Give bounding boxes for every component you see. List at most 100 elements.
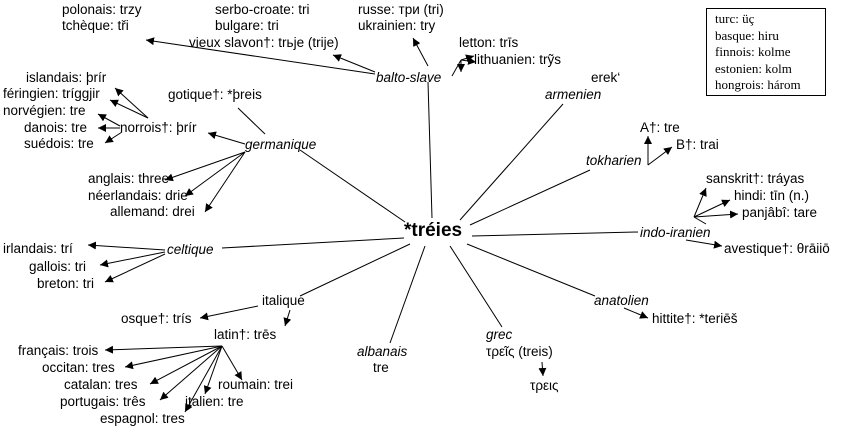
- edge-ital-latin: [283, 309, 292, 327]
- edge-latin-portugais: [159, 345, 223, 401]
- leaf-lithuanien: lithuanien: trỹs: [474, 52, 562, 67]
- legend-hongrois: hongrois: három: [715, 77, 801, 92]
- branch-albanais: albanais: [357, 344, 408, 359]
- edge-balto-baltic: [451, 59, 462, 77]
- leaf-gallois: gallois: tri: [29, 259, 87, 274]
- edge-celt-breton: [104, 253, 166, 283]
- edge-root-germanique: [299, 149, 406, 223]
- edge-anat-hittite: [623, 307, 649, 319]
- edge-latin-roumain: [221, 345, 243, 381]
- edge-baltic-letton: [460, 54, 475, 63]
- edge-latin-espagnol: [184, 345, 223, 413]
- edge-latin-catalan: [149, 345, 223, 385]
- edge-germ-gotique: [237, 107, 266, 135]
- leaf-grec-ancien: τρεῖς (treis): [486, 344, 553, 359]
- edge-celt-irlandais: [87, 241, 166, 251]
- edge-balto-russe: [412, 37, 429, 67]
- leaf-breton: breton: tri: [37, 276, 95, 291]
- leaf-suedois: suédois: tre: [24, 136, 94, 151]
- edge-norrois-islandais: [114, 87, 149, 119]
- branch-celtique: celtique: [167, 242, 214, 257]
- leaf-portugais: portugais: três: [60, 394, 146, 409]
- edge-root-italique: [299, 243, 411, 297]
- leaf-hittite: hittite†: *teriēš: [652, 311, 738, 326]
- branch-anatolien: anatolien: [594, 293, 649, 308]
- edge-root-anatolien: [466, 243, 596, 297]
- leaf-tokharien-a: A†: tre: [640, 120, 680, 135]
- edge-norrois-feringien: [109, 99, 149, 119]
- legend-basque: basque: hiru: [715, 27, 779, 43]
- edge-norrois-suedois: [104, 131, 123, 144]
- edge-indo-avestique: [685, 239, 723, 249]
- edge-baltic-lithuanien: [460, 56, 477, 65]
- leaf-tcheque: tchèque: tři: [62, 18, 129, 33]
- edge-root-armenien: [459, 103, 564, 221]
- edge-root-celtique: [221, 237, 405, 249]
- legend-estonien: estonien: kolm: [715, 60, 792, 76]
- edge-norrois-norvegien: [97, 113, 121, 127]
- leaf-danois: danois: tre: [24, 120, 88, 135]
- leaf-norrois: norrois†: þrír: [120, 120, 197, 135]
- edge-germ-norrois: [207, 131, 246, 145]
- branch-italique: italique: [262, 293, 305, 308]
- leaf-osque: osque†: trís: [121, 311, 192, 326]
- legend-finnois: finnois: kolme: [715, 44, 791, 59]
- leaf-sanskrit: sanskrit†: tráyas: [706, 171, 805, 186]
- non-indo-european-legend: turc: üç basque: hiru finnois: kolme est…: [706, 8, 826, 96]
- edge-germ-anglais: [164, 151, 246, 182]
- leaf-ukrainien: ukrainien: try: [358, 18, 436, 33]
- edge-germ-neerlandais: [184, 151, 246, 197]
- leaf-gotique: gotique†: *þreis: [168, 87, 262, 102]
- leaf-grec-moderne: τρεις: [530, 378, 559, 393]
- leaf-latin: latin†: trēs: [214, 327, 277, 342]
- leaf-feringien: féringien: tríggjir: [3, 86, 100, 101]
- edge-indo-sanskrit: [693, 187, 707, 218]
- edge-latin-italien: [203, 345, 223, 395]
- leaf-russe: russe: три (tri): [358, 2, 444, 17]
- edge-germ-allemand: [204, 151, 246, 213]
- leaf-islandais: islandais: þrír: [26, 70, 107, 85]
- branch-armenien: armenien: [545, 87, 602, 102]
- edge-root-tokharien: [469, 169, 591, 226]
- edge-balto-tcheque: [145, 37, 376, 75]
- leaf-serbo-croate: serbo-croate: tri: [215, 2, 310, 17]
- edge-root-indo-iranien: [471, 231, 639, 237]
- leaf-bulgare: bulgare: tri: [215, 18, 279, 33]
- leaf-allemand: allemand: drei: [110, 204, 195, 219]
- leaf-anglais: anglais: three: [88, 171, 170, 186]
- edge-latin-occitan: [124, 345, 223, 370]
- edge-tokh-b: [647, 146, 673, 166]
- legend-turc: turc: üç: [715, 11, 755, 26]
- leaf-roumain: roumain: trei: [218, 377, 294, 392]
- edge-indo-hindi: [693, 199, 731, 218]
- leaf-catalan: catalan: tres: [64, 377, 138, 392]
- edge-root-grec: [449, 245, 503, 328]
- leaf-letton: letton: trīs: [459, 35, 519, 50]
- edge-root-albanais: [389, 245, 426, 344]
- branch-indo-iranien: indo-iranien: [640, 225, 711, 240]
- edge-root-balto-slave: [427, 81, 433, 219]
- leaf-francais: français: trois: [18, 343, 99, 358]
- leaf-vieux-slavon: vieux slavon†: trьje (trije): [189, 35, 339, 50]
- leaf-italien: italien: tre: [185, 394, 244, 409]
- leaf-norvegien: norvégien: tre: [3, 103, 86, 118]
- edge-ital-osque: [199, 305, 259, 321]
- branch-tokharien: tokharien: [586, 153, 642, 168]
- leaf-hindi: hindi: tīn (n.): [734, 188, 810, 203]
- leaf-neerlandais: néerlandais: drie: [88, 188, 188, 203]
- branch-balto-slave: balto-slave: [376, 70, 442, 85]
- leaf-tokharien-b: B†: trai: [676, 137, 719, 152]
- leaf-polonais: polonais: trzy: [62, 2, 142, 17]
- leaf-albanais: tre: [373, 360, 389, 375]
- edge-celt-gallois: [99, 251, 166, 268]
- edge-indo-panjabi: [693, 210, 739, 219]
- leaf-erek: erek‘: [591, 70, 621, 85]
- edge-balto-vieux-slavon: [332, 54, 376, 73]
- leaf-espagnol: espagnol: tres: [100, 411, 185, 426]
- leaf-avestique: avestique†: θrāiiō: [724, 241, 830, 256]
- branch-grec: grec: [486, 327, 513, 342]
- leaf-panjabi: panjâbî: tare: [742, 205, 818, 220]
- edge-indo-stub: [693, 216, 707, 225]
